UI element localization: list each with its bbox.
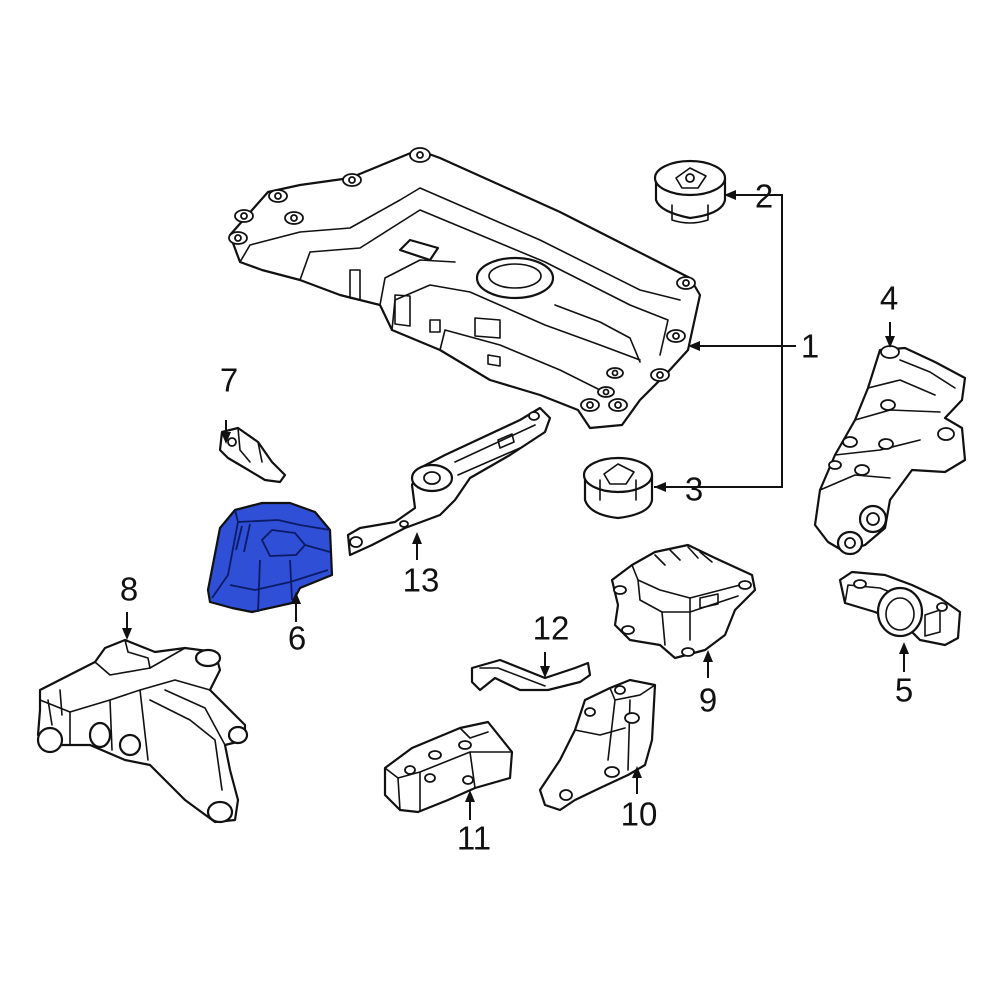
mount-part-11[interactable] [383, 720, 514, 814]
callout-9: 9 [699, 682, 717, 719]
callout-12: 12 [533, 610, 570, 647]
callout-5: 5 [895, 672, 913, 709]
callout-2: 2 [755, 178, 773, 215]
bracket-part-12[interactable] [470, 658, 592, 692]
torque-arm-part-13[interactable] [346, 406, 552, 557]
leader-lines [122, 190, 909, 820]
callout-4: 4 [880, 280, 898, 317]
callout-6: 6 [288, 620, 306, 657]
subframe-part-1[interactable] [228, 147, 702, 430]
callout-1: 1 [801, 328, 819, 365]
callout-13: 13 [403, 562, 440, 599]
callout-10: 10 [621, 796, 658, 833]
subframe-mount-holes [228, 147, 696, 412]
bracket-part-7[interactable] [218, 426, 287, 484]
bracket-part-4[interactable] [813, 345, 967, 556]
mount-bracket-part-8[interactable] [36, 638, 249, 824]
bushing-part-2[interactable] [653, 159, 727, 224]
callout-labels: 1 2 3 4 5 6 7 8 9 10 11 12 13 [120, 178, 913, 857]
mount-part-5[interactable] [838, 570, 962, 647]
callout-3: 3 [685, 471, 703, 508]
engine-mount-part-6[interactable] [206, 501, 334, 614]
callout-8: 8 [120, 571, 138, 608]
callout-7: 7 [220, 362, 238, 399]
callout-11: 11 [457, 820, 491, 857]
bracket-part-10[interactable] [538, 678, 657, 812]
bushing-part-3[interactable] [582, 456, 654, 520]
transmission-mount-part-9[interactable] [610, 543, 757, 660]
